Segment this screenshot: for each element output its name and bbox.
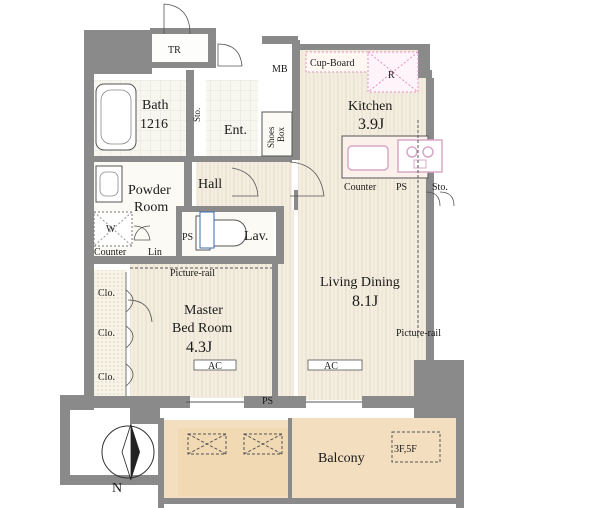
powder-sink bbox=[95, 165, 123, 203]
lin-label: Lin bbox=[148, 247, 162, 258]
ac-bed-label: AC bbox=[208, 361, 222, 372]
clo1-label: Clo. bbox=[98, 288, 115, 299]
balcony-units bbox=[187, 431, 441, 463]
picture-rails bbox=[130, 120, 419, 340]
balcony-note: 3F,5F bbox=[394, 444, 417, 455]
balcony-label: Balcony bbox=[318, 451, 365, 466]
door-swings bbox=[127, 3, 455, 323]
lav-label: Lav. bbox=[244, 229, 268, 244]
w-label: W bbox=[106, 224, 116, 235]
living-label: Living Dining bbox=[320, 275, 400, 290]
master-label: Master bbox=[184, 303, 223, 318]
bathtub bbox=[95, 83, 137, 151]
shoes-box bbox=[261, 111, 293, 157]
living-size: 8.1J bbox=[352, 293, 378, 310]
compass: N bbox=[101, 423, 155, 496]
powder-label: Powder bbox=[128, 183, 171, 198]
kitchen-size: 3.9J bbox=[358, 116, 384, 133]
balcony-area bbox=[160, 418, 460, 502]
room-label: Room bbox=[134, 200, 168, 215]
counter-left-label: Counter bbox=[94, 247, 127, 258]
ps-bottom-label: PS bbox=[262, 396, 273, 407]
ac-units bbox=[193, 359, 363, 371]
master-size: 4.3J bbox=[186, 339, 212, 356]
cupboard bbox=[305, 51, 419, 93]
sto-left-label: Sto. bbox=[192, 108, 202, 122]
hall-label: Hall bbox=[198, 177, 222, 192]
ent-label: Ent. bbox=[224, 123, 247, 138]
walls bbox=[60, 28, 464, 508]
clo3-label: Clo. bbox=[98, 372, 115, 383]
r-label: R bbox=[388, 70, 395, 81]
box-label: Box bbox=[276, 126, 286, 142]
counter-kitchen-label: Counter bbox=[344, 182, 377, 193]
mb-label: MB bbox=[272, 64, 288, 75]
clo2-label: Clo. bbox=[98, 328, 115, 339]
bath-size: 1216 bbox=[140, 117, 168, 132]
shoes-label: Shoes bbox=[266, 126, 276, 148]
picture-rail-right-label: Picture-rail bbox=[396, 328, 441, 339]
lav-cabinet bbox=[199, 211, 215, 249]
sto-kitchen-label: Sto. bbox=[432, 182, 448, 193]
kitchen-label: Kitchen bbox=[348, 99, 392, 114]
ac-living-label: AC bbox=[324, 361, 338, 372]
bath-label: Bath bbox=[142, 98, 168, 113]
picture-rail-left-label: Picture-rail bbox=[170, 268, 215, 279]
kitchen-counter bbox=[341, 135, 443, 179]
washer bbox=[93, 211, 133, 247]
cupboard-label: Cup-Board bbox=[310, 58, 354, 69]
bedroom-label: Bed Room bbox=[172, 321, 232, 336]
tr-label: TR bbox=[168, 45, 181, 56]
ps-kitchen-label: PS bbox=[396, 182, 407, 193]
north-label: N bbox=[112, 481, 122, 496]
ps-lav-label: PS bbox=[182, 232, 193, 243]
